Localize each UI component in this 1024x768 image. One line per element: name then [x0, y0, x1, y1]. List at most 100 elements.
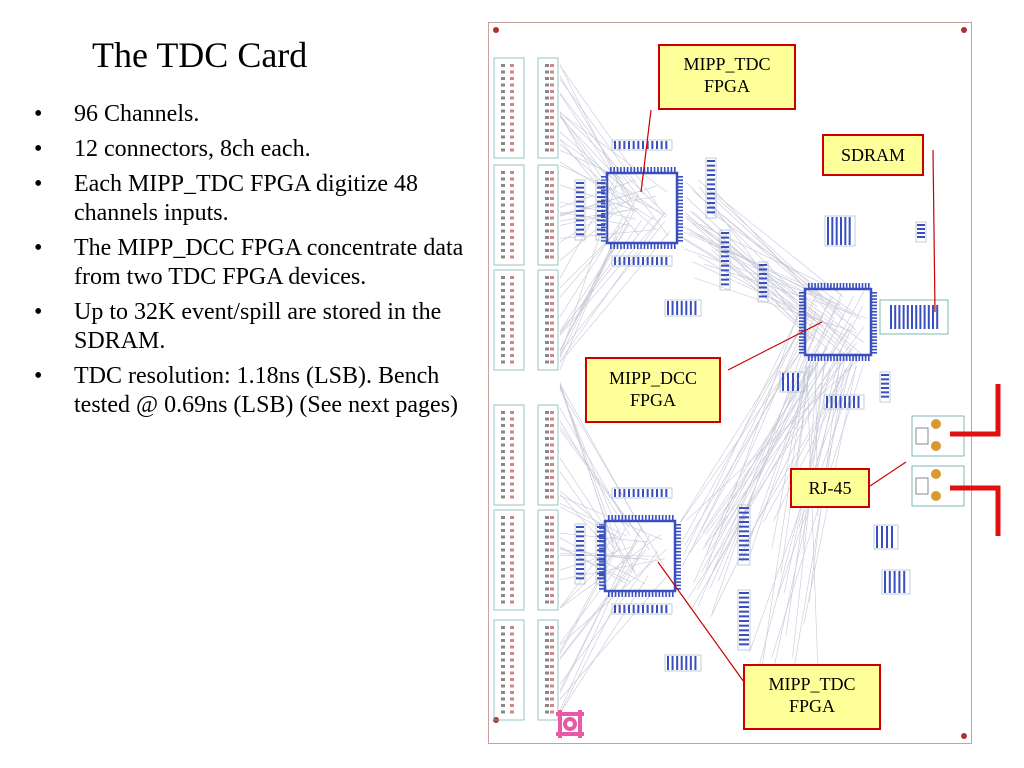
chip-pin: [678, 196, 683, 198]
chip-pin: [599, 534, 604, 536]
chip-pin: [872, 314, 877, 316]
chip-pin: [678, 216, 683, 219]
connector-pin: [510, 122, 514, 126]
chip-pin: [633, 167, 636, 172]
trace: [774, 362, 841, 666]
smd-component: [824, 215, 856, 247]
connector-pin: [545, 561, 549, 565]
chip-pin: [676, 537, 681, 540]
connector-pin: [550, 450, 554, 453]
connector-pin: [550, 482, 554, 486]
trace: [688, 328, 850, 555]
connector-pin: [510, 684, 514, 688]
chip-pin: [599, 574, 604, 577]
connector-pin: [545, 96, 549, 100]
chip-pin: [601, 229, 606, 232]
trace: [559, 210, 635, 351]
connector-pin: [550, 328, 554, 331]
chip-pin: [799, 292, 804, 294]
connector-pin: [550, 171, 554, 174]
smd-component: [737, 589, 751, 651]
connector-pin: [510, 116, 514, 119]
trace: [763, 356, 854, 523]
chip-pin: [599, 524, 604, 526]
connector-pin: [545, 684, 549, 688]
chip-pin: [651, 592, 654, 597]
bullet-dot: •: [34, 299, 43, 325]
connector-pin: [510, 489, 514, 492]
connector-pin: [550, 109, 554, 113]
connector-pin: [545, 555, 549, 558]
trace: [559, 93, 635, 207]
connector-pin: [545, 639, 549, 642]
callout-line: FPGA: [703, 76, 751, 96]
connector-pin: [550, 321, 554, 325]
chip-pin: [676, 567, 681, 570]
trace: [684, 296, 834, 546]
connector-pin: [545, 548, 549, 552]
chip-pin: [653, 167, 656, 172]
connector-pin: [550, 710, 554, 714]
connector-pin: [501, 691, 505, 694]
connector-pin: [545, 289, 549, 292]
connector-pin: [501, 684, 505, 688]
connector-pin: [501, 276, 505, 279]
connector: [537, 269, 559, 371]
chip-pin: [676, 557, 681, 560]
connector-pin: [501, 341, 505, 344]
trace: [702, 342, 857, 550]
chip-pin: [601, 199, 606, 202]
connector-pin: [510, 276, 514, 279]
bullet-text: Each MIPP_TDC FPGA digitize 48 channels …: [74, 171, 419, 226]
connector-pin: [550, 289, 554, 292]
connector-pin: [510, 516, 514, 519]
connector-pin: [545, 626, 549, 629]
connector-pin: [545, 242, 549, 246]
connector-pin: [501, 64, 505, 67]
connector-pin: [550, 354, 554, 357]
connector-pin: [545, 710, 549, 714]
connector-pin: [545, 216, 549, 220]
smd-component: [881, 569, 911, 595]
chip-pin: [872, 348, 877, 351]
connector-pin: [545, 568, 549, 571]
chip-pin: [799, 298, 804, 300]
connector-pin: [510, 555, 514, 558]
connector-pin: [510, 626, 514, 629]
connector-pin: [501, 315, 505, 318]
connector-pin: [545, 542, 549, 545]
trace: [559, 558, 665, 580]
bullet-text: 96 Channels.: [74, 101, 200, 127]
connector-pin: [545, 658, 549, 662]
connector-pin: [501, 529, 505, 532]
connector-pin: [545, 184, 549, 187]
chip-pin: [647, 167, 649, 172]
chip-pin: [643, 167, 646, 172]
chip-pin: [836, 283, 839, 288]
connector-pin: [550, 417, 554, 421]
trace: [687, 350, 851, 600]
connector-pin: [501, 148, 505, 152]
rj45-marker: [950, 384, 1001, 437]
connector-pin: [545, 328, 549, 331]
chip-pin: [676, 547, 681, 550]
chip-pin: [634, 515, 637, 520]
chip-pin: [651, 515, 654, 520]
connector-pin: [510, 295, 514, 299]
connector-pin: [501, 652, 505, 655]
connector-pin: [510, 639, 514, 642]
chip-pin: [645, 592, 647, 597]
chip-pin: [648, 592, 651, 597]
connector-pin: [510, 203, 514, 207]
callout-rj45: RJ-45: [790, 468, 870, 508]
connector-pin: [510, 255, 514, 259]
chip-pin: [833, 283, 835, 288]
connector-pin: [501, 710, 505, 714]
chip-pin: [620, 244, 622, 249]
bullet-item: •Up to 32K event/spill are stored in the…: [34, 298, 464, 356]
connector-pin: [550, 347, 554, 351]
chip-pin: [670, 167, 673, 172]
chip-pin: [676, 574, 681, 577]
smd-component: [879, 371, 891, 403]
chip-pin: [638, 592, 640, 597]
